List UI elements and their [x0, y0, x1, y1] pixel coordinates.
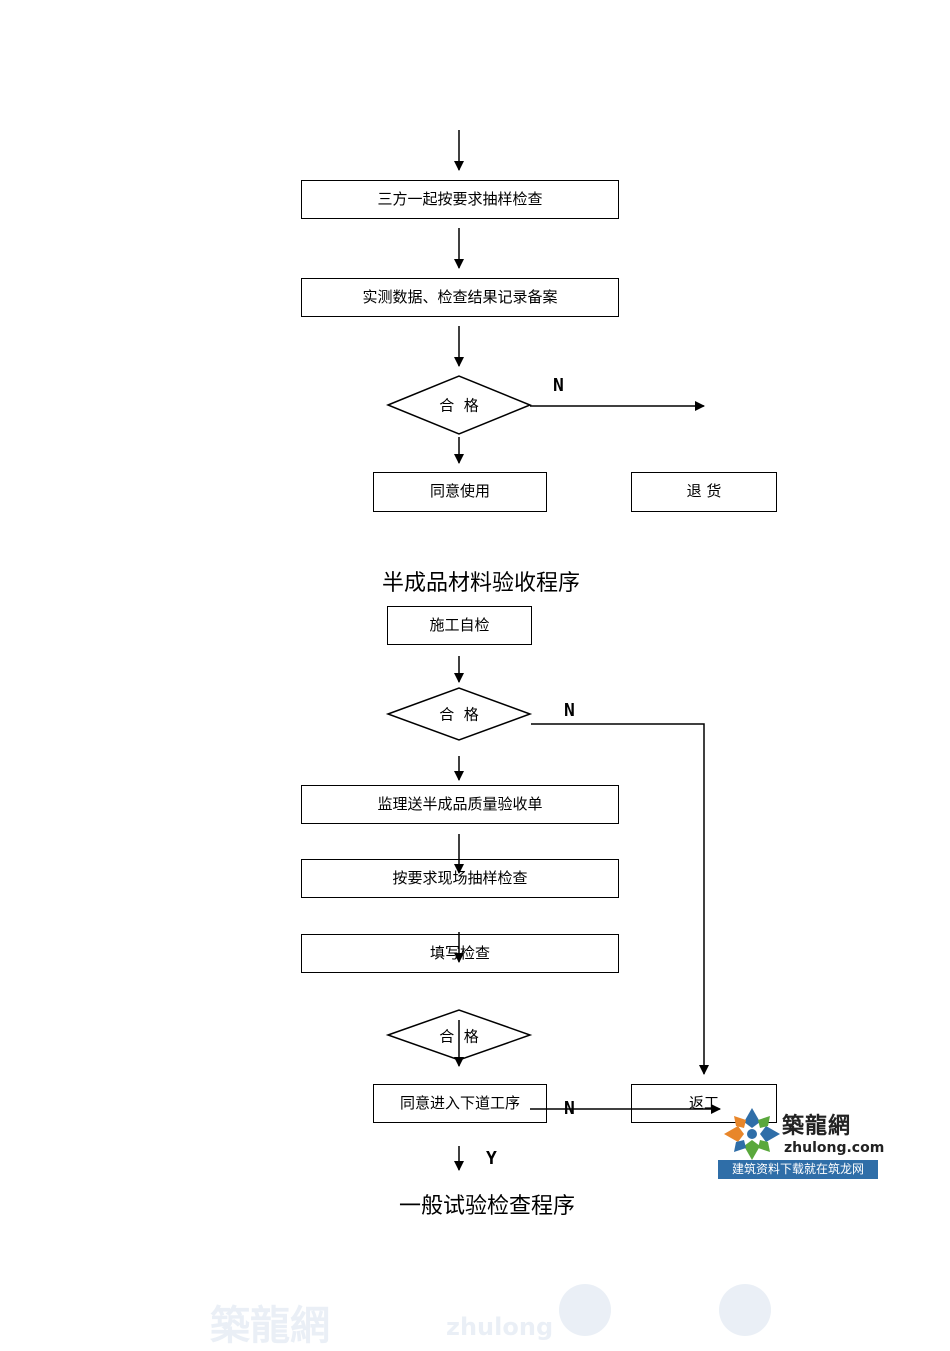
box-record-results: 实测数据、检查结果记录备案 [301, 278, 619, 317]
decision-label-2: 合 格 [439, 705, 479, 724]
watermark-en: zhulong [446, 1313, 554, 1341]
decision-label-1: 合 格 [439, 396, 479, 415]
logo-domain: zhulong.com [784, 1140, 885, 1156]
box-three-party-sampling: 三方一起按要求抽样检查 [301, 180, 619, 219]
no-label-1: N [553, 375, 564, 396]
box-return-goods: 退 货 [631, 472, 777, 512]
box-accept-use: 同意使用 [373, 472, 547, 512]
box-fill-inspection: 填写检查 [301, 934, 619, 973]
arrow-decision-to-rework [531, 723, 709, 1075]
watermark: 築龍網 zhulong [200, 1275, 800, 1349]
box-submit-inspection-form: 监理送半成品质量验收单 [301, 785, 619, 824]
zhulong-emblem-icon [724, 1108, 780, 1160]
zhulong-logo: 築龍網 zhulong.com 建筑资料下载就在筑龙网 [718, 1102, 884, 1179]
box-next-process: 同意进入下道工序 [373, 1084, 547, 1123]
box-self-check: 施工自检 [387, 606, 532, 645]
yes-label: Y [486, 1148, 497, 1169]
no-label-3: N [564, 1098, 575, 1119]
decision-diamond-3 [385, 1009, 533, 1061]
watermark-emblem-icon-2 [719, 1284, 771, 1336]
decision-label-3: 合 格 [439, 1027, 479, 1046]
box-onsite-sampling: 按要求现场抽样检查 [301, 859, 619, 898]
decision-diamond-2 [385, 687, 533, 741]
watermark-cn: 築龍網 [210, 1302, 330, 1349]
logo-slogan: 建筑资料下载就在筑龙网 [718, 1160, 878, 1179]
box-rework: 返工 [631, 1084, 777, 1123]
watermark-emblem-icon [559, 1284, 611, 1336]
decision-diamond-1 [386, 375, 532, 435]
logo-title: 築龍網 [782, 1113, 852, 1139]
no-label-2: N [564, 700, 575, 721]
heading-general-test: 一般试验检查程序 [399, 1194, 576, 1219]
heading-semi-finished: 半成品材料验收程序 [382, 571, 581, 596]
